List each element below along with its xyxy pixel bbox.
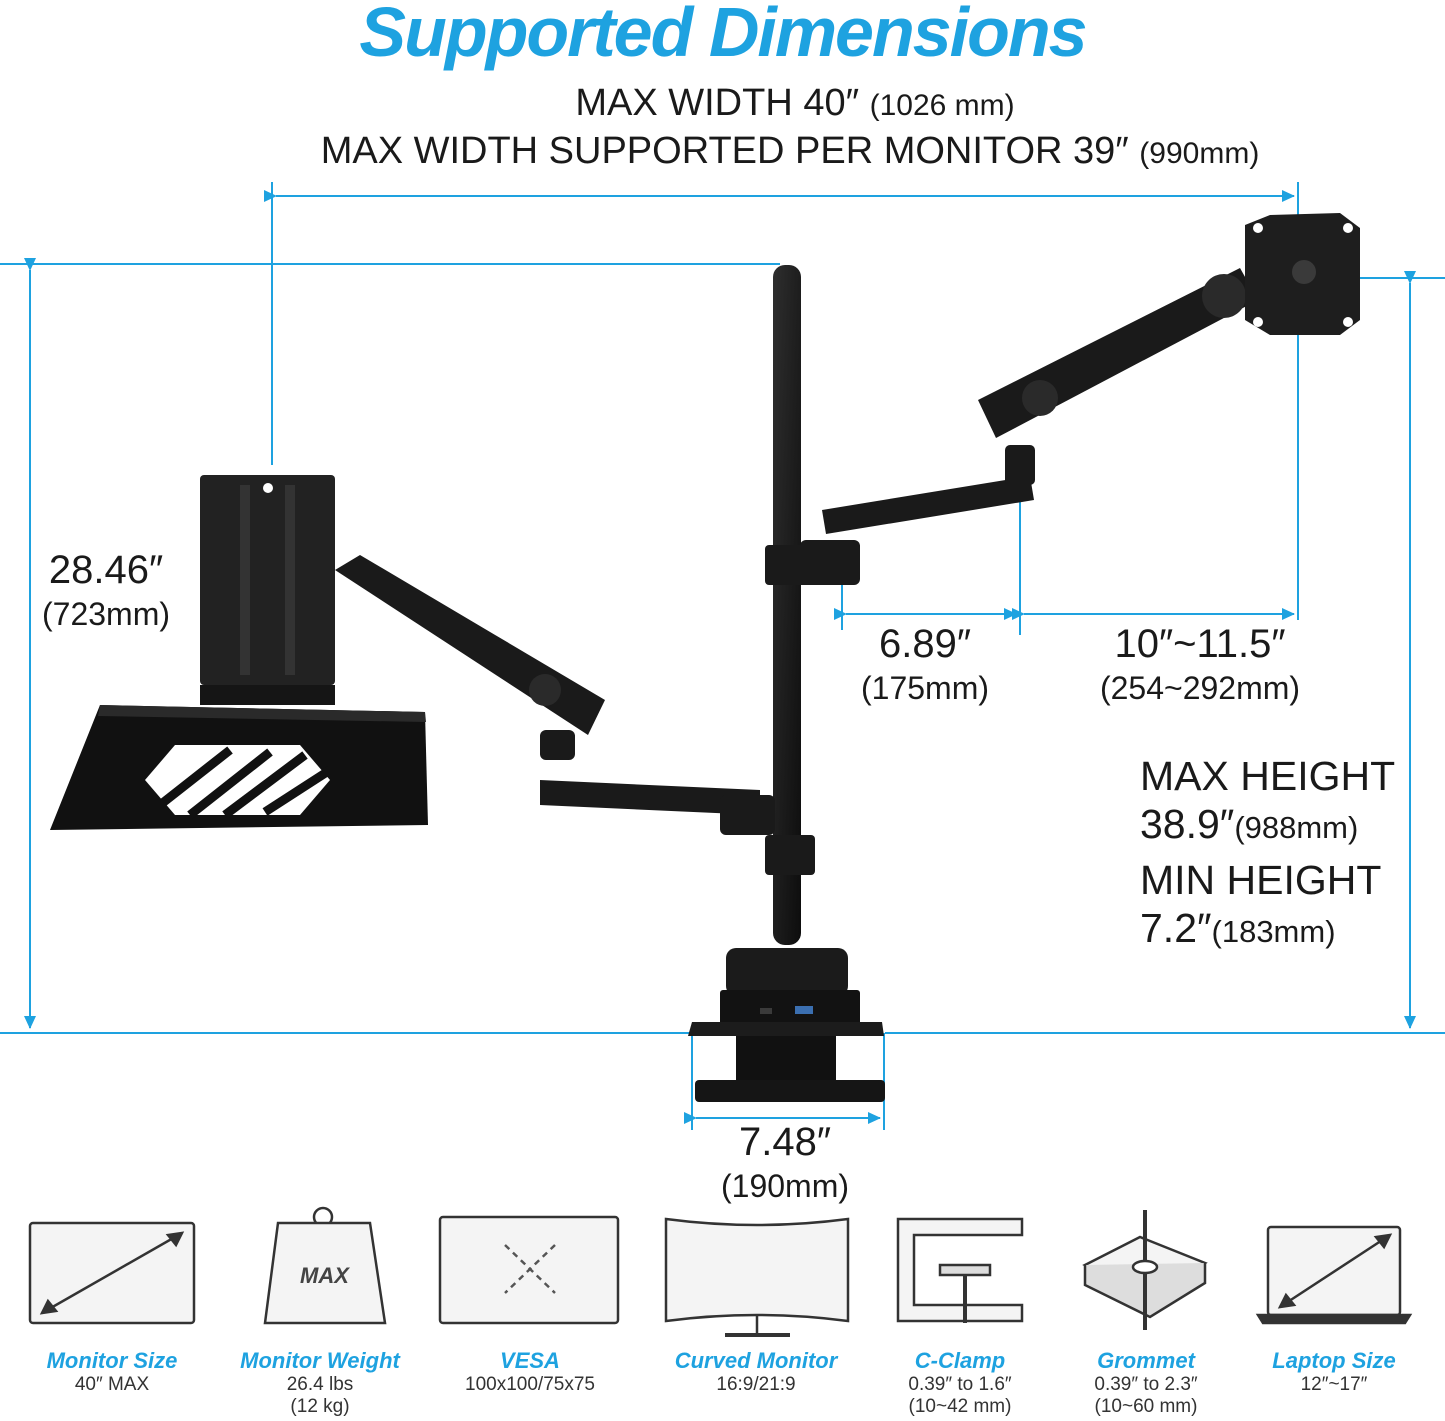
max-width-caption: MAX WIDTH 40″ (1026 mm) <box>0 82 1445 125</box>
max-width-mm: (1026 mm) <box>869 89 1015 122</box>
feature-sub-monitor-weight: 26.4 lbs (12 kg) <box>220 1374 420 1418</box>
max-height-mm: (988mm) <box>1234 810 1359 845</box>
c-clamp-icon <box>896 1217 1024 1323</box>
curved-monitor-icon <box>664 1217 850 1337</box>
feature-line: 16:9/21:9 <box>716 1374 796 1395</box>
arm-segment-2-mm: (254~292mm) <box>1099 670 1301 706</box>
left-height-mm: (723mm) <box>41 596 170 632</box>
feature-sub-curved-monitor: 16:9/21:9 <box>656 1374 856 1396</box>
page-title: Supported Dimensions <box>359 0 1087 71</box>
monitor-size-icon <box>28 1221 196 1325</box>
feature-title-grommet: Grommet <box>1097 1348 1195 1373</box>
feature-title-curved-monitor: Curved Monitor <box>674 1348 838 1373</box>
max-width-per-monitor-caption: MAX WIDTH SUPPORTED PER MONITOR 39″ (990… <box>0 130 1445 173</box>
max-height-inch: 38.9″ <box>1140 801 1235 847</box>
feature-sub-grommet: 0.39″ to 2.3″ (10~60 mm) <box>1046 1374 1246 1418</box>
min-height-mm: (183mm) <box>1211 914 1336 949</box>
feature-title-c-clamp: C-Clamp <box>914 1348 1006 1373</box>
feature-line: 12″~17″ <box>1300 1374 1368 1395</box>
max-width-per-monitor-label: MAX WIDTH SUPPORTED PER MONITOR 39″ <box>320 130 1129 172</box>
arm-segment-2-label: 10″~11.5″ (254~292mm) <box>1075 622 1325 710</box>
feature-line: (10~60 mm) <box>1094 1396 1198 1417</box>
left-arm <box>335 555 775 835</box>
arm-segment-1-mm: (175mm) <box>860 670 989 706</box>
max-height-title: MAX HEIGHT <box>1140 753 1396 799</box>
base-width-label: 7.48″ (190mm) <box>690 1120 880 1208</box>
feature-line: 0.39″ to 1.6″ <box>908 1374 1012 1395</box>
laptop-size-icon <box>1255 1225 1413 1325</box>
arm-segment-1-label: 6.89″ (175mm) <box>840 622 1010 710</box>
feature-line: (12 kg) <box>290 1396 350 1417</box>
feature-icons: MAX <box>28 1206 1413 1337</box>
left-height-label: 28.46″ (723mm) <box>36 548 176 636</box>
svg-text:MAX: MAX <box>300 1263 350 1288</box>
max-width-label: MAX WIDTH 40″ <box>575 82 860 124</box>
feature-title-laptop-size: Laptop Size <box>1272 1348 1396 1373</box>
feature-title-monitor-weight: Monitor Weight <box>240 1348 400 1373</box>
vesa-plate <box>1245 213 1360 335</box>
min-height-inch: 7.2″ <box>1140 905 1212 951</box>
feature-title-vesa: VESA <box>500 1348 560 1373</box>
grommet-icon <box>1082 1210 1208 1330</box>
feature-title-monitor-size: Monitor Size <box>46 1348 178 1373</box>
min-height-title: MIN HEIGHT <box>1140 857 1382 903</box>
vesa-icon <box>438 1215 620 1325</box>
laptop-back-plate <box>200 475 335 705</box>
feature-line: 26.4 lbs <box>286 1374 354 1395</box>
monitor-weight-icon: MAX <box>263 1206 387 1325</box>
max-height-label: MAX HEIGHT 38.9″(988mm) <box>1140 752 1395 852</box>
base <box>688 948 885 1102</box>
base-width-mm: (190mm) <box>720 1168 849 1204</box>
feature-sub-vesa: 100x100/75x75 <box>430 1374 630 1396</box>
pole <box>765 265 815 945</box>
feature-sub-laptop-size: 12″~17″ <box>1234 1374 1434 1396</box>
feature-line: 0.39″ to 2.3″ <box>1094 1374 1198 1395</box>
feature-sub-monitor-size: 40″ MAX <box>12 1374 212 1396</box>
max-width-per-monitor-mm: (990mm) <box>1139 137 1260 170</box>
laptop-tray <box>50 705 428 830</box>
left-height-inch: 28.46″ <box>48 548 164 592</box>
arm-segment-1-inch: 6.89″ <box>878 622 971 666</box>
min-height-label: MIN HEIGHT 7.2″(183mm) <box>1140 856 1381 956</box>
base-width-inch: 7.48″ <box>738 1120 831 1164</box>
arm-segment-2-inch: 10″~11.5″ <box>1114 622 1286 666</box>
right-arm <box>800 268 1258 585</box>
feature-line: 40″ MAX <box>74 1374 150 1395</box>
dimension-lines <box>0 182 1445 1130</box>
feature-line: 100x100/75x75 <box>465 1374 595 1395</box>
feature-sub-c-clamp: 0.39″ to 1.6″ (10~42 mm) <box>860 1374 1060 1418</box>
feature-line: (10~42 mm) <box>908 1396 1012 1417</box>
